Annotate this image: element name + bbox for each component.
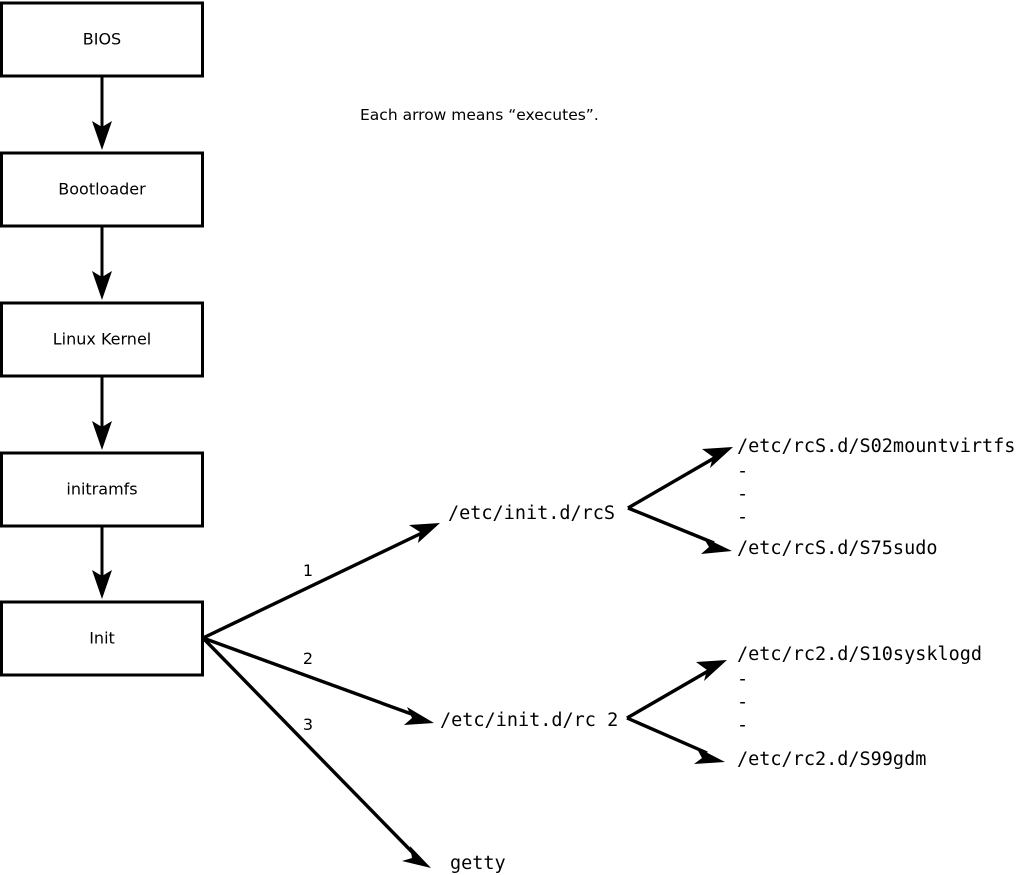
node-bios-rect	[0, 1, 204, 78]
rc2-first-arrow	[626, 660, 727, 720]
caption-executes: Each arrow means “executes”.	[360, 106, 599, 124]
node-initramfs-label: initramfs	[66, 480, 137, 499]
init-branch-2-number: 2	[303, 649, 313, 668]
label-rc2-last-script[interactable]: /etc/rc2.d/S99gdm	[737, 749, 926, 770]
arrow-bootloader-to-kernel	[92, 226, 112, 300]
node-initramfs[interactable]: initramfs	[0, 451, 204, 528]
arrow-kernel-to-initramfs	[92, 376, 112, 450]
init-branch-2-arrow: 2	[202, 636, 434, 725]
rc2-ellipsis-dash-1: -	[737, 669, 748, 690]
label-rcs-first-script[interactable]: /etc/rcS.d/S02mountvirtfs	[737, 436, 1015, 457]
boot-chain-group: BIOS Bootloader Linux Kernel initramfs I…	[0, 1, 204, 677]
init-branch-1-arrow: 1	[202, 523, 440, 640]
rc2-ellipsis-dash-3: -	[737, 715, 748, 736]
rcs-ellipsis-dash-3: -	[737, 507, 748, 528]
rcs-first-arrow	[627, 447, 733, 510]
node-initramfs-rect	[0, 451, 204, 528]
node-init-rect	[0, 600, 204, 677]
init-branch-3-arrow: 3	[201, 636, 431, 868]
label-getty[interactable]: getty	[450, 853, 506, 874]
node-init-label: Init	[89, 629, 115, 648]
rcs-last-arrow	[627, 506, 732, 554]
node-init[interactable]: Init	[0, 600, 204, 677]
label-init-d-rc2[interactable]: /etc/init.d/rc 2	[440, 710, 618, 731]
init-branch-1-number: 1	[303, 561, 313, 580]
node-linux-kernel-rect	[0, 301, 204, 378]
node-linux-kernel-label: Linux Kernel	[53, 330, 151, 349]
label-rcs-last-script[interactable]: /etc/rcS.d/S75sudo	[737, 538, 937, 559]
label-init-d-rcs[interactable]: /etc/init.d/rcS	[448, 503, 615, 524]
rc2-last-arrow	[626, 716, 725, 764]
rcs-fanout-group	[627, 447, 733, 554]
rcs-ellipsis-dash-2: -	[737, 484, 748, 505]
arrow-initramfs-to-init	[92, 526, 112, 599]
node-bootloader[interactable]: Bootloader	[0, 151, 204, 228]
label-rc2-first-script[interactable]: /etc/rc2.d/S10sysklogd	[737, 644, 982, 665]
node-bios-label: BIOS	[83, 30, 121, 49]
rcs-ellipsis-dash-1: -	[737, 461, 748, 482]
node-bios[interactable]: BIOS	[0, 1, 204, 78]
boot-chain-arrows	[92, 76, 112, 599]
rc2-fanout-group	[626, 660, 727, 764]
node-linux-kernel[interactable]: Linux Kernel	[0, 301, 204, 378]
node-bootloader-label: Bootloader	[58, 180, 146, 199]
rc2-ellipsis-dash-2: -	[737, 692, 748, 713]
arrow-bios-to-bootloader	[92, 76, 112, 150]
init-fanout-group: 1 2 3	[201, 523, 440, 868]
init-branch-3-number: 3	[303, 715, 313, 734]
